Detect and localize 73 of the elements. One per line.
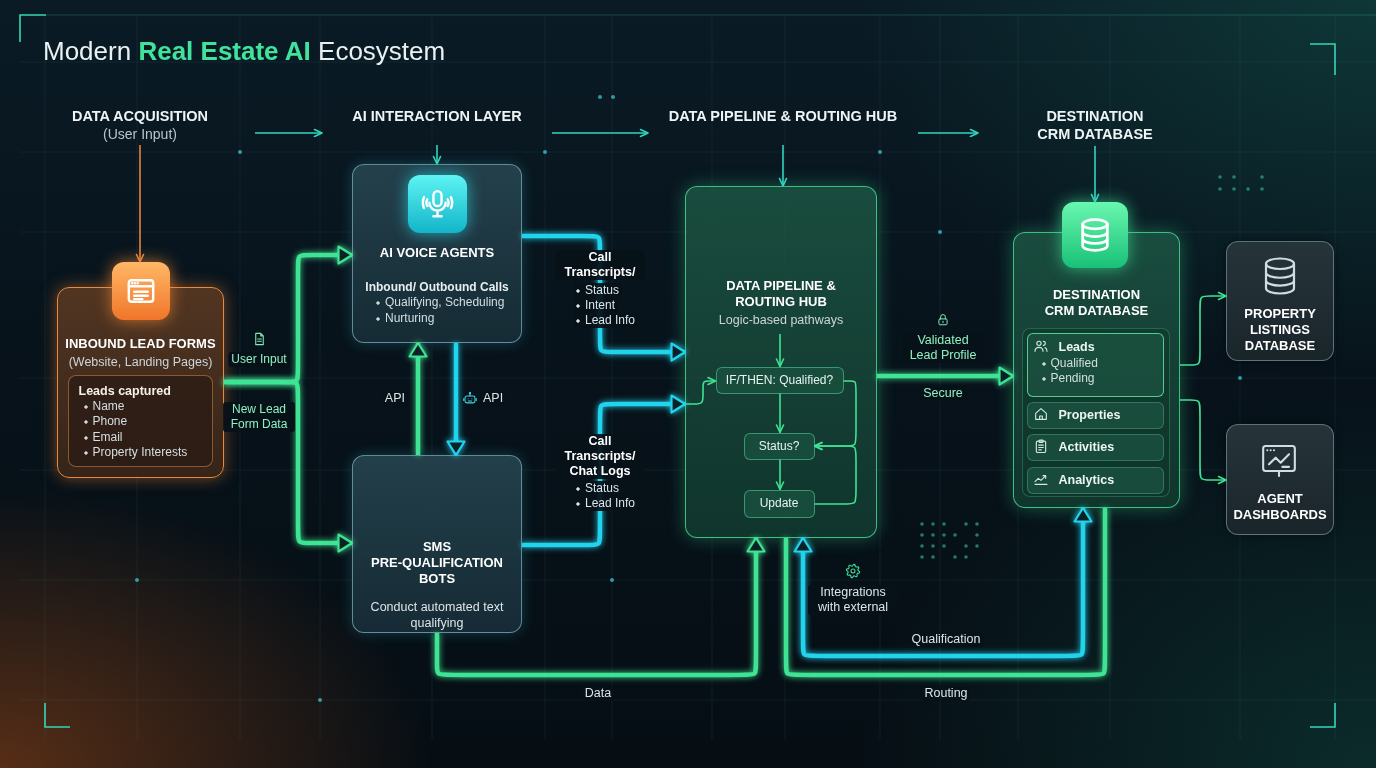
node-title: DATA PIPELINE & ROUTING HUB [725, 278, 837, 310]
row-label: Analytics [1058, 471, 1115, 489]
arrow [813, 441, 857, 505]
arrow [684, 376, 717, 405]
node-title: AI VOICE AGENTS [379, 245, 495, 261]
arrow [775, 333, 785, 368]
edge-label: Data [581, 686, 615, 701]
double-arrow [793, 506, 1093, 659]
row-label: Leads [1058, 338, 1095, 356]
arrow [877, 366, 1015, 386]
arrow [1090, 145, 1100, 203]
output-card [1226, 241, 1334, 361]
inner-panel [67, 374, 213, 467]
column-heading: DATA PIPELINE & ROUTING HUB [668, 107, 898, 125]
agent-card [352, 455, 522, 633]
output-card [1226, 424, 1334, 535]
list-item: Qualifying, Scheduling [375, 295, 505, 311]
arrow [775, 392, 785, 434]
arrow [432, 144, 442, 165]
node-subtitle: (Website, Landing Pages) [68, 354, 213, 370]
column-heading: DATA ACQUISITION [71, 107, 209, 125]
arrow [446, 343, 466, 457]
arrow [551, 128, 649, 138]
node-title: SMS PRE-QUALIFICATION BOTS [370, 539, 504, 587]
arrow [224, 379, 354, 553]
diagram-title: Modern Real Estate AI Ecosystem [43, 36, 446, 66]
list-item: Status [574, 283, 623, 298]
node-title: AGENT DASHBOARDS [1232, 491, 1328, 523]
edge-label: Call Transcripts/ [555, 250, 645, 280]
node-title: PROPERTY LISTINGS DATABASE [1243, 306, 1317, 354]
list-item: Lead Info [574, 313, 639, 328]
node-description: Conduct automated text qualifying [369, 599, 505, 631]
list-heading: Leads captured [78, 382, 171, 399]
column-heading: AI INTERACTION LAYER [352, 107, 522, 125]
process-step [743, 489, 815, 518]
table-row [1026, 466, 1164, 494]
row-label: Properties [1058, 406, 1121, 424]
hub-card [685, 186, 877, 538]
arrow [135, 144, 145, 263]
connector-line [783, 508, 1108, 678]
step-label: IF/THEN: Qualified? [725, 372, 834, 388]
list-item: Nurturing [375, 310, 435, 326]
arrow [917, 128, 979, 138]
process-step [743, 432, 815, 460]
list-item: Intent [574, 298, 619, 313]
column-subheading: (User Input) [103, 125, 177, 143]
step-label: Status? [758, 438, 800, 454]
agent-card [352, 164, 522, 343]
edge-label: Call Transcripts/ Chat Logs [555, 434, 645, 479]
arrow [408, 341, 428, 455]
arrow [434, 536, 766, 678]
row-label: Activities [1058, 438, 1115, 456]
table-row [1026, 332, 1164, 397]
list-item: Pending [1040, 371, 1095, 387]
list-item: Qualified [1040, 355, 1098, 371]
table-row [1026, 433, 1164, 461]
arrow [254, 128, 323, 138]
edge-label: Validated Lead Profile [902, 333, 984, 363]
arrow [1179, 399, 1227, 485]
node-subtitle: Logic-based pathways [718, 312, 844, 328]
step-label: Update [759, 496, 799, 511]
node-title: DESTINATION CRM DATABASE [1043, 287, 1150, 319]
column-heading: DESTINATION CRM DATABASE [1036, 107, 1154, 143]
table-row [1026, 401, 1164, 429]
list-heading: Inbound/ Outbound Calls [365, 279, 509, 295]
arrow [775, 458, 785, 491]
edge-note: Secure [920, 386, 966, 401]
list-item: Property Interests [82, 445, 188, 461]
arrow [778, 144, 788, 187]
arrow [1179, 291, 1227, 366]
decision-step [715, 366, 844, 394]
node-title: INBOUND LEAD FORMS [65, 336, 216, 352]
edge-label: Routing [921, 686, 971, 701]
